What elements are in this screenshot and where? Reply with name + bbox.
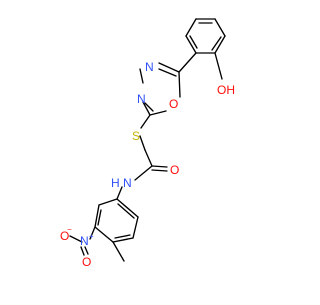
hydroxyl-group: OH [214, 52, 235, 97]
nitro-nitrogen-charge: + [89, 232, 94, 241]
carbonyl-oxygen-label: O [170, 163, 179, 177]
methyl-group [112, 241, 125, 262]
ring-nitrogen-2: N [137, 92, 146, 106]
sulfur-label: S [132, 129, 140, 143]
hydroxyl-label: OH [217, 83, 235, 97]
phenol-ring [185, 18, 226, 54]
molecule-canvas: OH N N O S O N H [60, 18, 235, 269]
ring-nitrogen-1: N [145, 60, 154, 74]
oxadiazole-ring: N N O [137, 52, 197, 116]
nitro-oxygen-minus-label: O [60, 229, 69, 243]
thioether-linkage: S [132, 114, 151, 151]
nitro-group: O − N + O [60, 225, 96, 269]
molecule-structure: OH N N O S O N H [60, 18, 235, 269]
amide-hydrogen-label: H [111, 176, 120, 190]
amide-nitrogen-label: N [123, 176, 132, 190]
acetamide-group: O N H [111, 149, 179, 200]
nitro-nitrogen-label: N [80, 234, 89, 248]
nitro-oxygen-minus-charge: − [67, 225, 72, 234]
nitrotoluene-ring [94, 198, 139, 243]
ring-oxygen: O [169, 97, 178, 111]
nitro-oxygen-label: O [82, 255, 91, 269]
